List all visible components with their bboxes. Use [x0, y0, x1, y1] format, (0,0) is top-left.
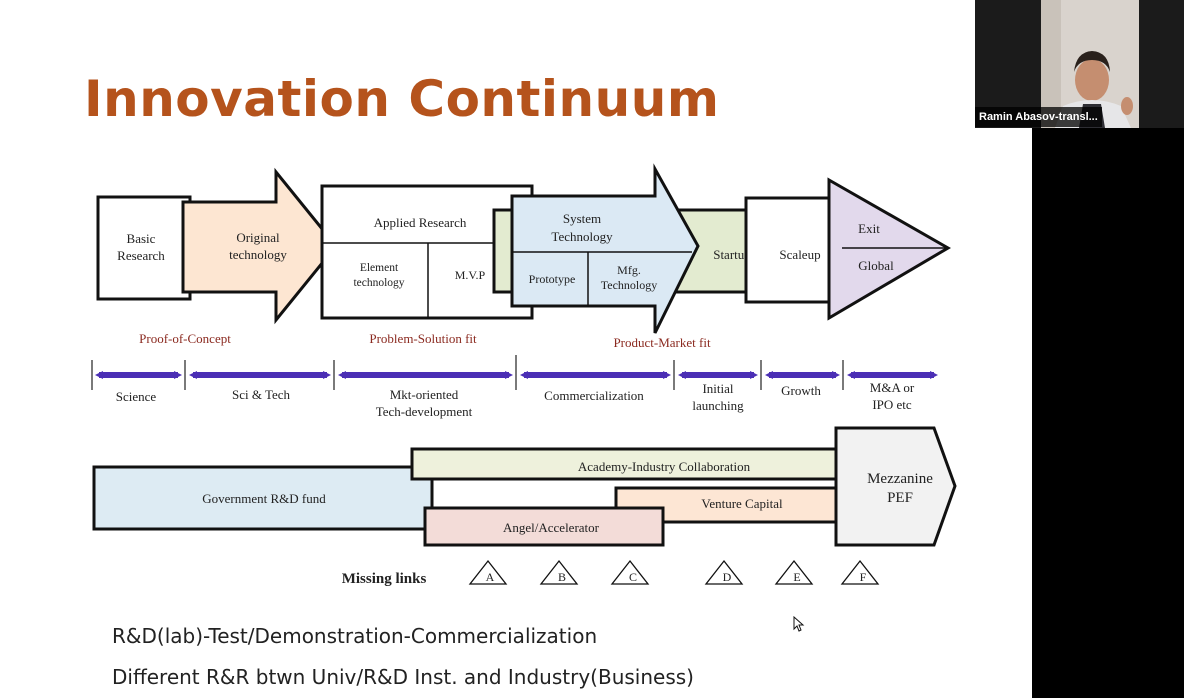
black-sidebar: [1032, 128, 1184, 698]
phase-science: Science: [116, 389, 157, 404]
missing-links-triangles: A B C D E F: [468, 559, 880, 585]
svg-text:Basic: Basic: [127, 231, 156, 246]
stage-exit-global: Exit Global: [827, 177, 951, 321]
svg-text:technology: technology: [353, 277, 404, 289]
innovation-diagram: Basic Research Original technology Appli…: [91, 163, 957, 587]
svg-text:Startup: Startup: [713, 247, 751, 262]
svg-text:Research: Research: [117, 248, 165, 263]
svg-text:Angel/Accelerator: Angel/Accelerator: [503, 520, 600, 535]
proof-of-concept-label: Proof-of-Concept: [139, 331, 231, 346]
svg-text:M&A or: M&A or: [870, 380, 915, 395]
phase-ticks: [91, 355, 844, 390]
svg-text:Venture Capital: Venture Capital: [701, 496, 783, 511]
missing-link-d: D: [704, 559, 744, 585]
slide-title: Innovation Continuum: [84, 70, 720, 128]
phase-growth: Growth: [781, 383, 821, 398]
svg-text:Mfg.: Mfg.: [617, 263, 641, 277]
svg-text:Initial: Initial: [702, 381, 733, 396]
stage-original-technology: Original technology: [181, 167, 338, 325]
svg-text:Applied Research: Applied Research: [374, 215, 467, 230]
missing-link-a: A: [468, 559, 508, 585]
svg-text:System: System: [563, 211, 601, 226]
phase-commercialization: Commercialization: [544, 388, 644, 403]
svg-text:A: A: [486, 570, 495, 584]
svg-text:C: C: [629, 570, 637, 584]
presentation-slide: Innovation Continuum Basic Research Orig…: [0, 0, 1032, 698]
missing-link-f: F: [840, 559, 880, 585]
svg-text:Technology: Technology: [551, 229, 613, 244]
fit-labels: Proof-of-Concept Problem-Solution fit Pr…: [139, 331, 711, 350]
participant-name-label: Ramin Abasov-transl...: [975, 107, 1102, 127]
funding-academy-industry: Academy-Industry Collaboration: [410, 447, 850, 481]
svg-text:technology: technology: [229, 247, 287, 262]
stage-scaleup: Scaleup: [744, 196, 844, 304]
funding-mezzanine-pef: Mezzanine PEF: [834, 426, 957, 547]
product-market-fit-label: Product-Market fit: [613, 335, 711, 350]
svg-text:launching: launching: [692, 398, 744, 413]
svg-text:Exit: Exit: [858, 221, 880, 236]
problem-solution-fit-label: Problem-Solution fit: [369, 331, 477, 346]
funding-angel-accelerator: Angel/Accelerator: [423, 506, 665, 547]
svg-text:Government R&D fund: Government R&D fund: [202, 491, 326, 506]
missing-link-e: E: [774, 559, 814, 585]
svg-text:Technology: Technology: [601, 278, 657, 292]
missing-link-c: C: [610, 559, 650, 585]
svg-text:Global: Global: [858, 258, 894, 273]
body-text-line-2: Different R&R btwn Univ/R&D Inst. and In…: [112, 665, 694, 689]
stage-basic-research: Basic Research: [96, 195, 192, 301]
mvp-label: M.V.P: [455, 268, 486, 282]
svg-text:B: B: [558, 570, 566, 584]
svg-text:Mezzanine: Mezzanine: [867, 471, 933, 487]
svg-text:Mkt-oriented: Mkt-oriented: [390, 387, 459, 402]
svg-text:Scaleup: Scaleup: [779, 247, 820, 262]
stage-system-technology: System Technology Prototype Mfg. Technol…: [510, 163, 700, 334]
svg-text:PEF: PEF: [887, 490, 913, 506]
svg-text:F: F: [860, 570, 867, 584]
svg-text:Original: Original: [236, 230, 280, 245]
svg-text:Tech-development: Tech-development: [376, 404, 473, 419]
body-text-line-1: R&D(lab)-Test/Demonstration-Commercializ…: [112, 624, 598, 648]
mouse-pointer-icon: [793, 616, 805, 632]
svg-text:D: D: [723, 570, 732, 584]
phase-labels: Science Sci & Tech Mkt-oriented Tech-dev…: [116, 380, 915, 419]
element-technology-label: Element: [360, 262, 399, 274]
svg-text:Academy-Industry Collaboration: Academy-Industry Collaboration: [578, 459, 751, 474]
funding-government: Government R&D fund: [92, 465, 434, 531]
phase-sci-tech: Sci & Tech: [232, 387, 291, 402]
svg-text:IPO etc: IPO etc: [872, 397, 912, 412]
svg-text:E: E: [793, 570, 800, 584]
missing-links-label: Missing links: [342, 571, 427, 587]
svg-text:Prototype: Prototype: [529, 272, 576, 286]
missing-link-b: B: [539, 559, 579, 585]
